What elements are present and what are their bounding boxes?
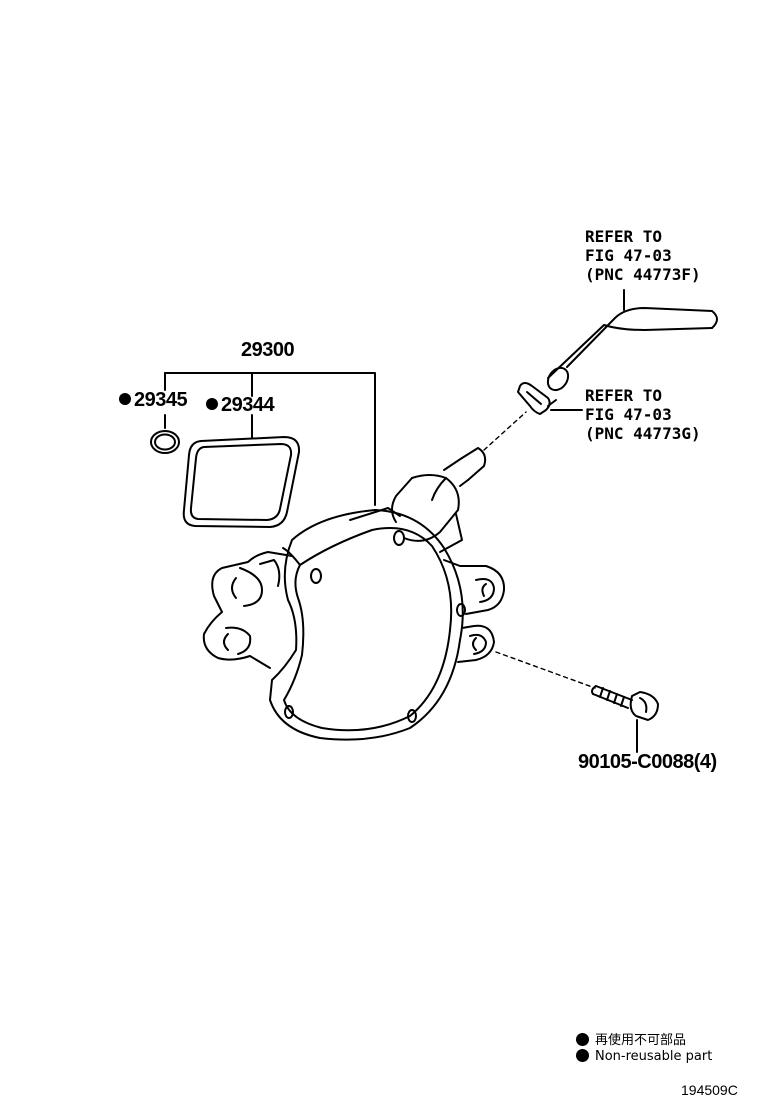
assembly-part-number: 29300 bbox=[241, 339, 295, 361]
pump-body-drawing bbox=[202, 447, 506, 741]
non-reusable-marker-icon bbox=[119, 392, 131, 405]
gasket-part-number: 29344 bbox=[221, 394, 275, 416]
hose-reference-line: FIG 47-03 bbox=[585, 246, 672, 265]
clamp-drawing bbox=[517, 382, 583, 415]
oring-part-label: 29345 bbox=[119, 389, 188, 411]
clamp-reference-line: (PNC 44773G) bbox=[585, 424, 701, 443]
non-reusable-marker-icon bbox=[206, 397, 218, 410]
clamp-reference-line: REFER TO bbox=[585, 386, 663, 405]
legend-text-jp: 再使用不可部品 bbox=[595, 1033, 687, 1048]
figure-code: 194509C bbox=[681, 1082, 738, 1098]
legend-dot-icon bbox=[576, 1049, 589, 1062]
hose-reference-line: (PNC 44773F) bbox=[585, 265, 701, 284]
bolt-part-number: 90105-C0088(4) bbox=[578, 751, 717, 773]
legend-text-en: Non-reusable part bbox=[595, 1049, 713, 1064]
hose-drawing bbox=[546, 289, 718, 392]
hose-reference-note: REFER TO FIG 47-03 (PNC 44773F) bbox=[585, 227, 701, 284]
bolt-drawing bbox=[591, 685, 659, 753]
legend-non-reusable-jp: 再使用不可部品 bbox=[576, 1029, 686, 1048]
oring-part-number: 29345 bbox=[134, 389, 188, 411]
legend-dot-icon bbox=[576, 1033, 589, 1046]
gasket-part-label: 29344 bbox=[206, 394, 275, 416]
hose-reference-line: REFER TO bbox=[585, 227, 663, 246]
assembly-leader-lines bbox=[164, 372, 376, 506]
legend-non-reusable-en: Non-reusable part bbox=[576, 1049, 712, 1064]
gasket-drawing bbox=[182, 436, 301, 528]
oring-drawing bbox=[150, 430, 180, 454]
clamp-reference-note: REFER TO FIG 47-03 (PNC 44773G) bbox=[585, 386, 701, 443]
alignment-lines bbox=[483, 411, 596, 689]
clamp-reference-line: FIG 47-03 bbox=[585, 405, 672, 424]
